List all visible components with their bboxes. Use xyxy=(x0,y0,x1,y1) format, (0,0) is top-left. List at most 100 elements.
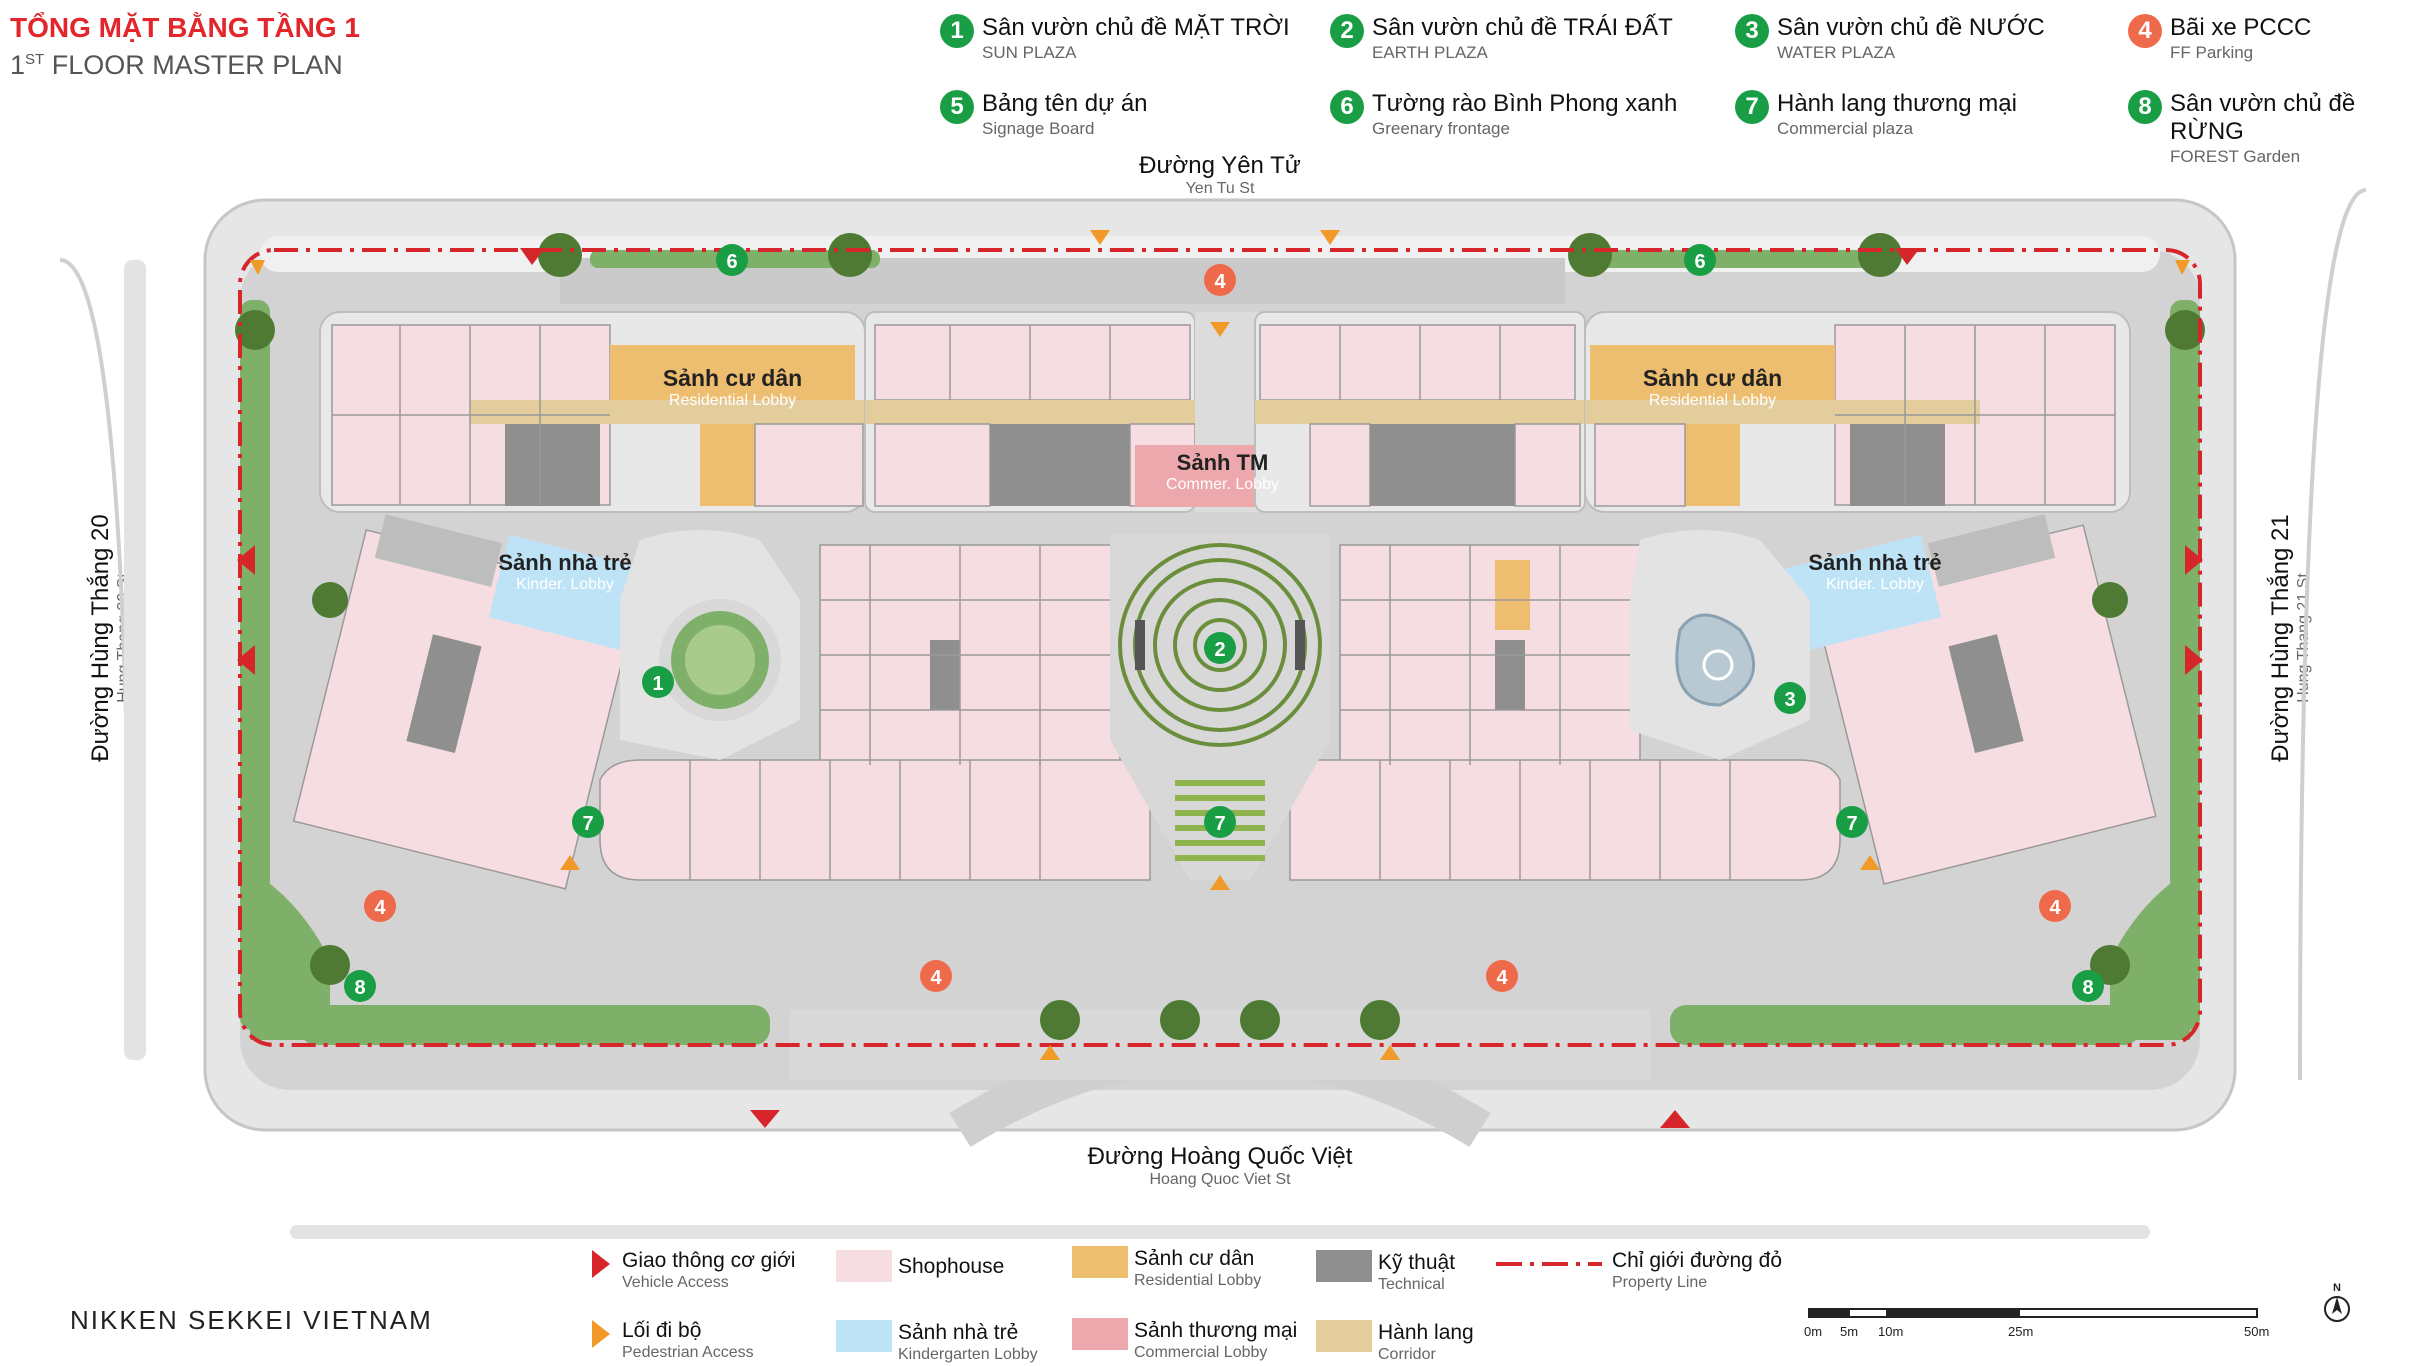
key-number-badge: 5 xyxy=(940,90,974,124)
residential-lobby-nw-stem xyxy=(700,424,755,506)
swatch-corridor xyxy=(1316,1320,1372,1352)
technical-core xyxy=(406,634,482,754)
label-commercial-lobby: Sảnh TM Commer. Lobby xyxy=(1166,450,1279,493)
key-number-badge: 7 xyxy=(1735,90,1769,124)
marker-4-sw: 4 xyxy=(364,890,396,922)
street-label-north: Đường Yên Tử Yen Tu St xyxy=(1139,152,1301,197)
marker-3-water: 3 xyxy=(1774,682,1806,714)
marker-6-ne: 6 xyxy=(1684,244,1716,276)
pedestrian-access-icon xyxy=(592,1320,610,1348)
shophouse-south-right xyxy=(1289,759,1841,881)
west-wing xyxy=(292,514,655,890)
svg-text:4: 4 xyxy=(2049,897,2061,919)
property-line xyxy=(238,248,2202,1047)
pedestrian-access-arrows xyxy=(250,230,2190,1060)
marker-7-east: 7 xyxy=(1836,806,1868,838)
street-curb-east xyxy=(2298,188,2367,1081)
brand-logo-text: NIKKEN SEKKEI VIETNAM xyxy=(70,1305,433,1335)
svg-text:7: 7 xyxy=(1846,813,1857,835)
technical-core xyxy=(1370,424,1515,506)
marker-6-nw: 6 xyxy=(716,244,748,276)
plaza-bench xyxy=(1135,620,1145,670)
technical-core xyxy=(1495,640,1525,710)
kinder-lobby-west xyxy=(488,534,655,654)
street-label-south: Đường Hoàng Quốc Việt Hoang Quoc Viet St xyxy=(1087,1143,1353,1188)
label-kinder-lobby-west: Sảnh nhà trẻ Kinder. Lobby xyxy=(498,550,632,593)
marker-1-sun: 1 xyxy=(642,666,674,698)
corridor-nc xyxy=(865,400,1195,424)
marker-8-sw: 8 xyxy=(344,970,376,1002)
marker-4-south-right: 4 xyxy=(1486,960,1518,992)
residential-lobby-inner xyxy=(1495,560,1530,630)
marker-4-se: 4 xyxy=(2039,890,2071,922)
residential-lobby-ne-stem xyxy=(1685,424,1740,506)
corridor-ne xyxy=(1585,400,1980,424)
page-subtitle: 1ST FLOOR MASTER PLAN xyxy=(10,50,343,80)
svg-text:4: 4 xyxy=(1496,967,1508,989)
scale-bar: 0m 5m 10m 25m 50m xyxy=(1804,1300,2298,1360)
swatch-technical xyxy=(1316,1250,1372,1282)
shophouse-area xyxy=(1259,324,1576,401)
technical-core xyxy=(1948,634,2024,754)
svg-text:4: 4 xyxy=(930,967,942,989)
north-arrow: N xyxy=(2322,1282,2352,1329)
svg-text:2: 2 xyxy=(1214,639,1225,661)
sun-plaza-center xyxy=(685,625,755,695)
technical-core xyxy=(1850,424,1945,506)
forest-garden-east xyxy=(2110,870,2190,1040)
technical-core xyxy=(930,640,960,710)
label-residential-lobby-nw: Sảnh cư dân Residential Lobby xyxy=(662,365,803,409)
vehicle-access-arrows xyxy=(237,248,2203,1128)
property-line-icon xyxy=(1496,1262,1602,1266)
key-number-badge: 1 xyxy=(940,14,974,48)
plaza-bench xyxy=(1295,620,1305,670)
shophouse-area xyxy=(754,423,864,507)
sidewalk-west xyxy=(124,260,146,1060)
marker-7-center: 7 xyxy=(1204,806,1236,838)
marker-7-west: 7 xyxy=(572,806,604,838)
label-residential-lobby-ne: Sảnh cư dân Residential Lobby xyxy=(1642,365,1783,409)
shophouse-area xyxy=(1594,423,1686,507)
shophouse-area xyxy=(874,324,1191,401)
swatch-shophouse xyxy=(836,1250,892,1282)
shophouse-area xyxy=(1309,423,1371,507)
corridor-nc-right xyxy=(1255,400,1585,424)
svg-text:6: 6 xyxy=(1694,251,1705,273)
shophouse-unit-lines xyxy=(332,325,2115,880)
vehicle-access-icon xyxy=(592,1250,610,1278)
marker-8-se: 8 xyxy=(2072,970,2104,1002)
svg-text:3: 3 xyxy=(1784,689,1795,711)
technical-core xyxy=(505,424,600,506)
corridor-nw xyxy=(470,400,865,424)
key-number-badge: 8 xyxy=(2128,90,2162,124)
svg-text:8: 8 xyxy=(2082,977,2093,999)
earth-plaza-paving xyxy=(1110,535,1330,880)
swatch-commercial-lobby xyxy=(1072,1318,1128,1350)
green-buffer-se xyxy=(1670,1005,2140,1045)
north-arrow-icon xyxy=(2324,1296,2350,1322)
shophouse-area xyxy=(1514,423,1581,507)
marker-2-earth: 2 xyxy=(1204,632,1236,664)
forest-garden-west xyxy=(250,870,330,1040)
svg-text:4: 4 xyxy=(374,897,386,919)
key-number-badge: 4 xyxy=(2128,14,2162,48)
fountain xyxy=(1702,649,1734,681)
canopy-west xyxy=(374,514,503,587)
marker-4-north: 4 xyxy=(1204,264,1236,296)
kinder-lobby-east xyxy=(1775,534,1942,654)
svg-text:8: 8 xyxy=(354,977,365,999)
svg-text:7: 7 xyxy=(582,813,593,835)
